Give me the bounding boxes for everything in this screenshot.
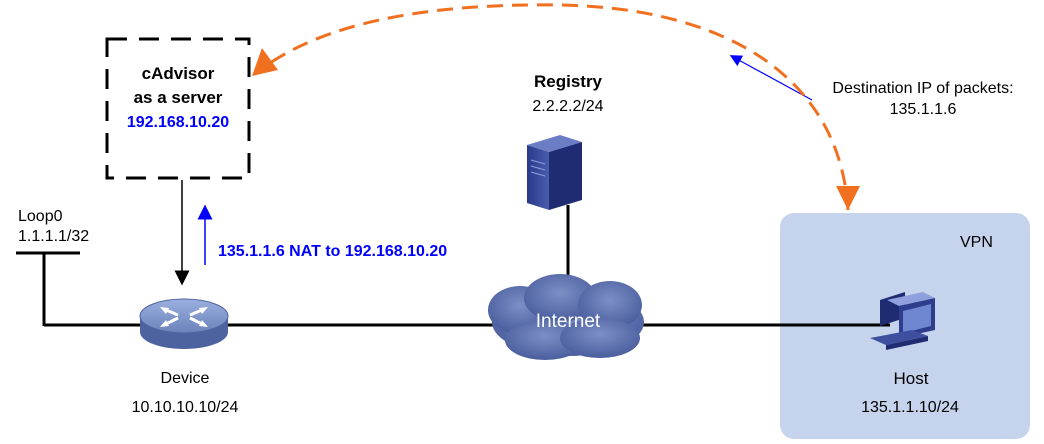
host-computer-icon xyxy=(870,292,935,350)
host-name: Host xyxy=(893,369,929,388)
registry-name: Registry xyxy=(533,72,603,91)
dashed-flow-curve xyxy=(259,3,850,211)
internet-label: Internet xyxy=(535,311,601,332)
vpn-label: VPN xyxy=(960,234,993,251)
server-name-line2: as a server xyxy=(133,88,223,107)
loopback-name: Loop0 xyxy=(18,208,63,225)
destination-arrow xyxy=(729,55,813,101)
destination-note-line1: Destination IP of packets: xyxy=(832,80,1014,97)
dashed-arrowhead-host xyxy=(836,186,860,210)
server-icon xyxy=(527,135,582,210)
loopback-ip: 1.1.1.1/32 xyxy=(18,228,90,245)
registry-ip: 2.2.2.2/24 xyxy=(532,98,604,115)
host-ip: 135.1.1.10/24 xyxy=(861,399,959,416)
server-ip: 192.168.10.20 xyxy=(126,114,230,131)
device-name: Device xyxy=(160,370,210,387)
nat-note: 135.1.1.6 NAT to 192.168.10.20 xyxy=(218,243,448,260)
device-ip: 10.10.10.10/24 xyxy=(131,399,239,416)
router-icon xyxy=(139,298,229,349)
server-name-line1: cAdvisor xyxy=(141,64,215,83)
server-dashed-box xyxy=(105,37,251,180)
dashed-arrowhead-server xyxy=(252,48,278,76)
destination-note-line2: 135.1.1.6 xyxy=(889,101,957,118)
internet-cloud xyxy=(488,274,644,360)
